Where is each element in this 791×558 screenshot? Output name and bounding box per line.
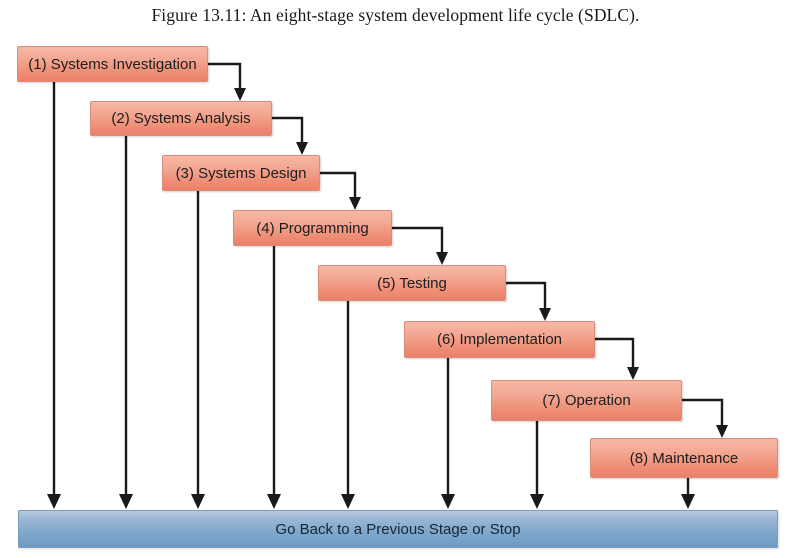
stage-box-2[interactable]: (2) Systems Analysis	[90, 101, 272, 136]
stage-box-8[interactable]: (8) Maintenance	[590, 438, 778, 478]
feedback-line-stage-5	[341, 301, 355, 509]
stage-box-3[interactable]: (3) Systems Design	[162, 155, 320, 191]
stage-label-6: (6) Implementation	[436, 331, 563, 348]
arrow-stage-2-to-3	[272, 116, 308, 155]
feedback-line-stage-6	[441, 358, 455, 509]
stage-box-5[interactable]: (5) Testing	[318, 265, 506, 301]
feedback-line-stage-3	[191, 191, 205, 509]
stage-box-6[interactable]: (6) Implementation	[404, 321, 595, 358]
stage-label-3: (3) Systems Design	[175, 164, 307, 182]
stage-label-5: (5) Testing	[377, 274, 447, 292]
stage-label-7: (7) Operation	[542, 392, 631, 409]
stage-label-4: (4) Programming	[256, 219, 369, 237]
figure-title: Figure 13.11: An eight-stage system deve…	[151, 5, 640, 25]
arrow-stage-5-to-6	[506, 281, 551, 321]
feedback-line-stage-8	[681, 478, 695, 509]
stage-label-8: (8) Maintenance	[629, 449, 739, 467]
return-bar-label: Go Back to a Previous Stage or Stop	[275, 520, 521, 538]
stage-box-4[interactable]: (4) Programming	[233, 210, 392, 246]
feedback-line-stage-2	[119, 136, 133, 509]
stage-box-1[interactable]: (1) Systems Investigation	[17, 46, 208, 82]
feedback-line-stage-4	[267, 246, 281, 509]
arrow-stage-3-to-4	[320, 171, 361, 210]
feedback-line-stage-7	[530, 421, 544, 509]
stage-label-1: (1) Systems Investigation	[28, 55, 197, 73]
stage-box-7[interactable]: (7) Operation	[491, 380, 682, 421]
return-bar[interactable]: Go Back to a Previous Stage or Stop	[18, 510, 778, 548]
arrow-stage-1-to-2	[208, 62, 246, 101]
arrow-stage-6-to-7	[595, 337, 639, 380]
stage-label-2: (2) Systems Analysis	[111, 110, 251, 127]
arrow-stage-7-to-8	[682, 398, 728, 438]
feedback-line-stage-1	[47, 82, 61, 509]
arrow-stage-4-to-5	[392, 226, 448, 265]
